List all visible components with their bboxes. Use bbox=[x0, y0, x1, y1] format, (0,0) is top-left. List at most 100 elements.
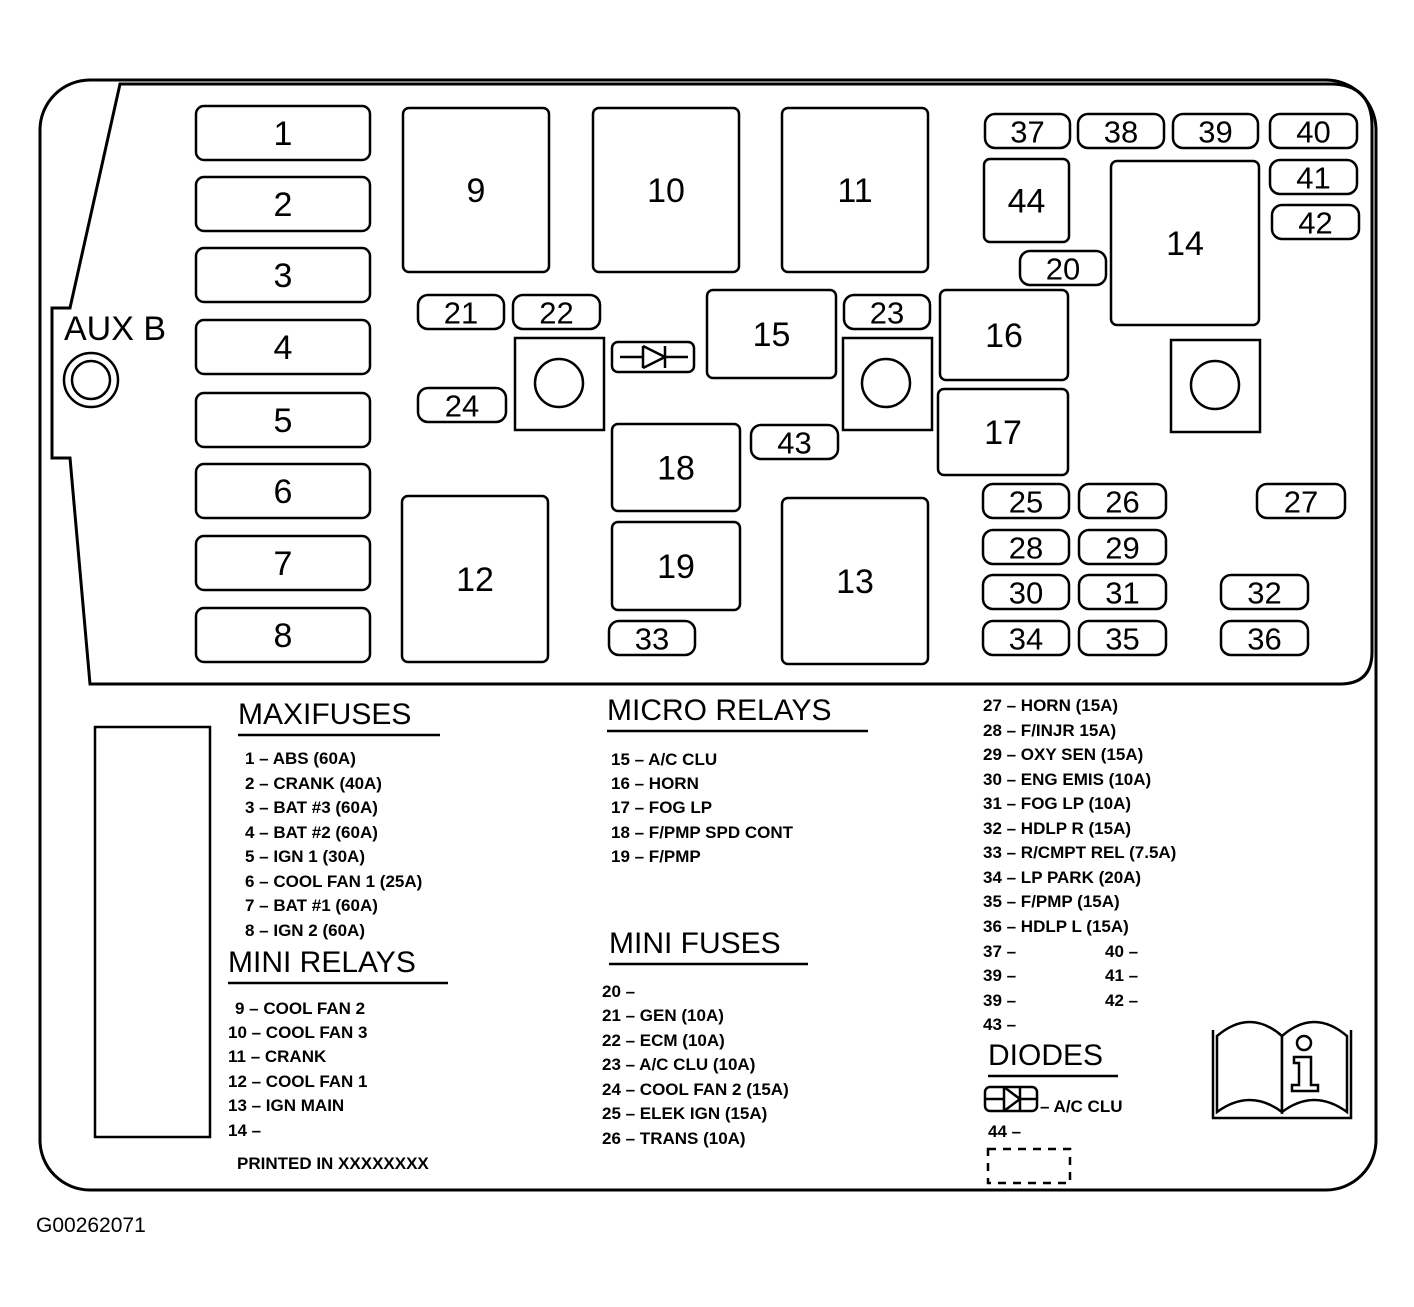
mini-relay-outline bbox=[401, 106, 551, 274]
maxifuse-3: 3 bbox=[194, 246, 372, 304]
diodes-heading: DIODES bbox=[988, 1039, 1103, 1072]
micro-relay-18: 18 bbox=[610, 422, 742, 513]
fuse-list-item-col2: 42 – bbox=[1105, 991, 1138, 1010]
maxifuse-number: 8 bbox=[274, 617, 293, 655]
micro-relay-19: 19 bbox=[610, 520, 742, 612]
maxifuse-number: 6 bbox=[274, 473, 293, 511]
mini-fuse-item: 23 – A/C CLU (10A) bbox=[602, 1055, 755, 1074]
mini-fuse-number: 38 bbox=[1104, 115, 1138, 150]
mini-fuse-29: 29 bbox=[1077, 528, 1168, 566]
maxifuse-7: 7 bbox=[194, 534, 372, 592]
mini-fuse-20: 20 bbox=[1018, 249, 1108, 287]
maxifuse-number: 5 bbox=[274, 402, 293, 440]
mini-fuse-outline bbox=[981, 528, 1071, 566]
mini-fuse-34: 34 bbox=[981, 619, 1071, 657]
mini-fuse-number: 32 bbox=[1247, 576, 1281, 611]
mini-fuse-number: 23 bbox=[870, 296, 904, 331]
maxifuse-5: 5 bbox=[194, 391, 372, 449]
micro-relay-outline bbox=[938, 288, 1070, 382]
maxifuse-item: 5 – IGN 1 (30A) bbox=[245, 847, 365, 866]
mini-relay-outline bbox=[591, 106, 741, 274]
fuse-block-outline bbox=[50, 82, 1374, 686]
micro-relay-number: 17 bbox=[984, 414, 1022, 452]
maxifuse-number: 3 bbox=[274, 257, 293, 295]
mini-fuse-item: 26 – TRANS (10A) bbox=[602, 1129, 746, 1148]
mini-fuse-number: 21 bbox=[444, 296, 478, 331]
mini-fuse-outline bbox=[1076, 112, 1166, 150]
maxifuse-item: 7 – BAT #1 (60A) bbox=[245, 896, 378, 915]
fuse-list-item: 31 – FOG LP (10A) bbox=[983, 794, 1131, 813]
mini-fuse-number: 36 bbox=[1247, 622, 1281, 657]
diode-symbol-block bbox=[610, 340, 696, 374]
maxifuse-item: 2 – CRANK (40A) bbox=[245, 774, 382, 793]
mini-fuse-outline bbox=[981, 573, 1071, 611]
fuse-list-item: 43 – bbox=[983, 1015, 1016, 1034]
mini-fuse-outline bbox=[1018, 249, 1108, 287]
mini-fuse-number: 29 bbox=[1105, 531, 1139, 566]
aux-b-label: AUX B bbox=[64, 310, 166, 348]
fuse-list-item: 34 – LP PARK (20A) bbox=[983, 868, 1141, 887]
mini-fuse-38: 38 bbox=[1076, 112, 1166, 150]
fuse-list-item-col2: 41 – bbox=[1105, 966, 1138, 985]
micro-relay-outline bbox=[936, 387, 1070, 477]
maxifuse-number: 4 bbox=[274, 329, 293, 367]
mini-fuse-24: 24 bbox=[416, 386, 508, 424]
mini-fuse-outline bbox=[511, 293, 602, 331]
mini-relay-number: 10 bbox=[647, 172, 685, 210]
fuse-list-item: 28 – F/INJR 15A) bbox=[983, 721, 1116, 740]
maxifuse-number: 7 bbox=[274, 545, 293, 583]
mini-fuse-23: 23 bbox=[842, 293, 932, 331]
mini-relays-heading: MINI RELAYS bbox=[228, 946, 416, 979]
mini-fuse-41: 41 bbox=[1268, 158, 1359, 196]
fuse-list-item: 33 – R/CMPT REL (7.5A) bbox=[983, 843, 1176, 862]
mini-fuse-outline bbox=[1219, 573, 1310, 611]
mini-fuse-32: 32 bbox=[1219, 573, 1310, 611]
maxifuse-1: 1 bbox=[194, 104, 372, 162]
maxifuse-6: 6 bbox=[194, 462, 372, 520]
diode-item: 44 – bbox=[988, 1122, 1021, 1141]
micro-relay-item: 15 – A/C CLU bbox=[611, 750, 717, 769]
fuse-list-item: 37 – bbox=[983, 942, 1016, 961]
micro-relay-item: 18 – F/PMP SPD CONT bbox=[611, 823, 794, 842]
fuse-list-item-col2: 40 – bbox=[1105, 942, 1138, 961]
maxifuse-2: 2 bbox=[194, 175, 372, 233]
mini-relay-9: 9 bbox=[401, 106, 551, 274]
mini-fuse-number: 25 bbox=[1009, 485, 1043, 520]
mini-fuse-outline bbox=[416, 386, 508, 424]
mini-relay-outline bbox=[780, 496, 930, 666]
mini-fuse-number: 31 bbox=[1105, 576, 1139, 611]
micro-relay-outline bbox=[982, 157, 1071, 244]
maxifuse-8: 8 bbox=[194, 606, 372, 664]
mini-fuse-number: 35 bbox=[1105, 622, 1139, 657]
mini-relay-number: 11 bbox=[837, 172, 872, 210]
maxifuse-item: 6 – COOL FAN 1 (25A) bbox=[245, 872, 422, 891]
micro-relay-outline bbox=[610, 422, 742, 513]
mini-relay-14: 14 bbox=[1109, 159, 1261, 327]
mini-fuse-outline bbox=[1255, 482, 1347, 520]
mini-relay-outline bbox=[780, 106, 930, 274]
mini-fuse-outline bbox=[983, 112, 1072, 150]
fuse-list-item: 32 – HDLP R (15A) bbox=[983, 819, 1131, 838]
maxifuse-outline bbox=[194, 246, 372, 304]
mini-relay-11: 11 bbox=[780, 106, 930, 274]
mini-fuse-outline bbox=[1077, 528, 1168, 566]
mini-fuse-22: 22 bbox=[511, 293, 602, 331]
mini-fuse-37: 37 bbox=[983, 112, 1072, 150]
mini-relay-item: 10 – COOL FAN 3 bbox=[228, 1023, 368, 1042]
mini-relay-number: 9 bbox=[467, 172, 486, 210]
mini-fuse-outline bbox=[607, 619, 697, 657]
mini-fuse-number: 39 bbox=[1198, 115, 1232, 150]
mini-fuse-30: 30 bbox=[981, 573, 1071, 611]
mini-relay-item: 12 – COOL FAN 1 bbox=[228, 1072, 368, 1091]
micro-relay-16: 16 bbox=[938, 288, 1070, 382]
mini-fuse-21: 21 bbox=[416, 293, 506, 331]
mini-fuse-outline bbox=[1268, 112, 1359, 150]
mini-fuse-outline bbox=[1268, 158, 1359, 196]
mini-fuse-31: 31 bbox=[1077, 573, 1168, 611]
micro-relay-17: 17 bbox=[936, 387, 1070, 477]
mini-fuse-number: 27 bbox=[1284, 485, 1318, 520]
mini-fuse-outline bbox=[416, 293, 506, 331]
maxifuse-number: 2 bbox=[274, 186, 293, 224]
micro-relay-number: 44 bbox=[1008, 183, 1046, 221]
fuse-list-item: 36 – HDLP L (15A) bbox=[983, 917, 1129, 936]
